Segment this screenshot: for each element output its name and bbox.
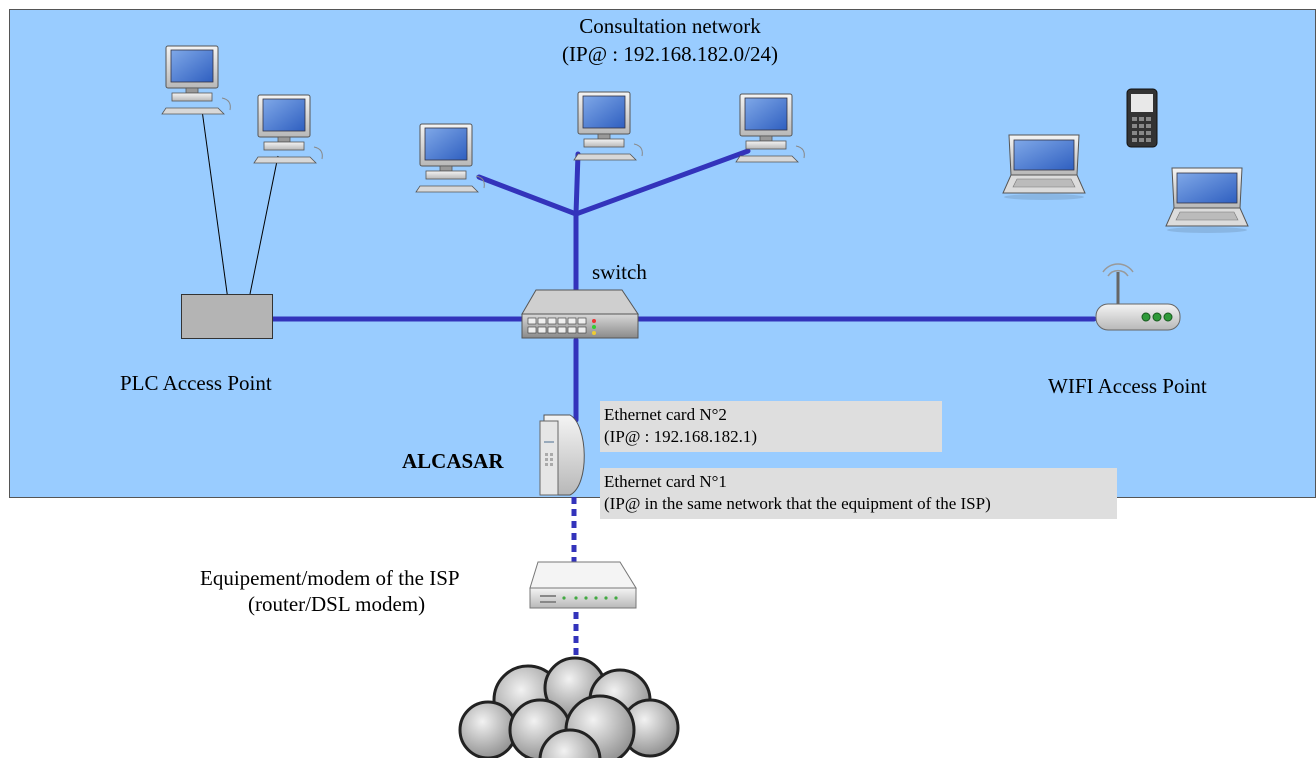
wifi-router-icon bbox=[1095, 263, 1181, 331]
network-links bbox=[270, 148, 1097, 423]
wifi-access-point-label: WIFI Access Point bbox=[1048, 374, 1207, 398]
server-icon bbox=[539, 414, 585, 496]
ethernet-card-1-box bbox=[600, 468, 1117, 519]
isp-equipment-label: Equipement/modem of the ISP bbox=[200, 566, 460, 590]
laptop-icon bbox=[1165, 167, 1249, 234]
plc-access-point-label: PLC Access Point bbox=[120, 371, 272, 395]
ethernet-card-2-ip: (IP@ : 192.168.182.1) bbox=[604, 427, 758, 446]
ethernet-card-2-box bbox=[600, 401, 942, 452]
mobile-phone-icon bbox=[1126, 88, 1158, 148]
dsl-modem-icon bbox=[529, 561, 637, 609]
network-title: Consultation network bbox=[579, 14, 761, 38]
network-switch-icon bbox=[521, 289, 639, 339]
isp-equipment-sublabel: (router/DSL modem) bbox=[248, 592, 426, 616]
plc-wires bbox=[201, 109, 279, 301]
switch-label: switch bbox=[592, 260, 647, 284]
ethernet-card-2-title: Ethernet card N°2 bbox=[604, 405, 727, 424]
ethernet-card-1-title: Ethernet card N°1 bbox=[604, 472, 727, 491]
network-subnet: (IP@ : 192.168.182.0/24) bbox=[562, 42, 778, 66]
plc-access-point-box bbox=[181, 294, 273, 339]
laptop-icon bbox=[1002, 134, 1086, 201]
alcasar-label: ALCASAR bbox=[402, 449, 504, 473]
ethernet-card-1-ip: (IP@ in the same network that the equipm… bbox=[604, 494, 991, 513]
internet-cloud-icon bbox=[458, 656, 680, 758]
